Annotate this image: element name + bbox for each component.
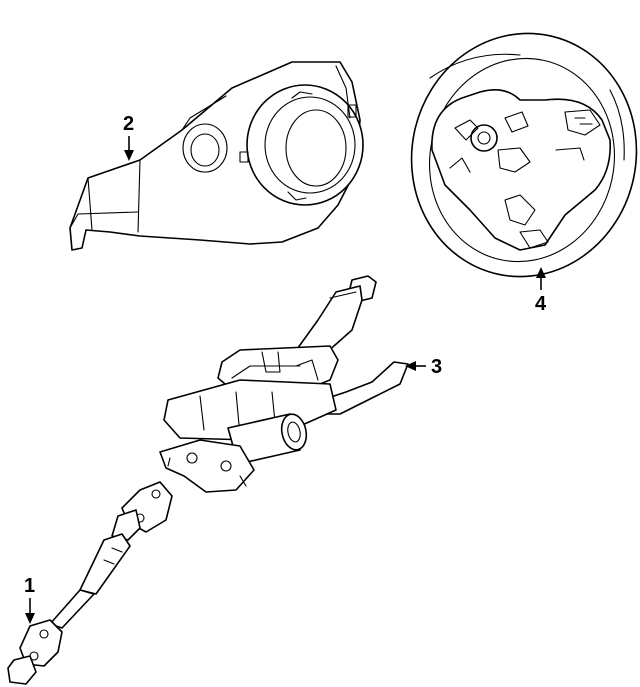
callout-4-label: 4 xyxy=(535,293,547,315)
callout-2-label: 2 xyxy=(123,113,134,135)
callout-3-label: 3 xyxy=(431,356,442,378)
column-cover-part xyxy=(69,61,364,251)
callout-4: 4 xyxy=(535,267,547,315)
callout-1: 1 xyxy=(24,575,35,624)
callout-2: 2 xyxy=(123,113,134,161)
callout-1-arrowhead xyxy=(25,613,35,624)
callout-3-arrowhead xyxy=(405,361,416,371)
steering-column-part xyxy=(159,275,409,493)
callout-4-arrowhead xyxy=(536,267,546,278)
intermediate-shaft-part xyxy=(7,481,173,685)
steering-wheel-part xyxy=(410,32,638,278)
callout-2-arrowhead xyxy=(124,150,134,161)
callout-1-label: 1 xyxy=(24,575,35,597)
callout-3: 3 xyxy=(405,356,442,378)
